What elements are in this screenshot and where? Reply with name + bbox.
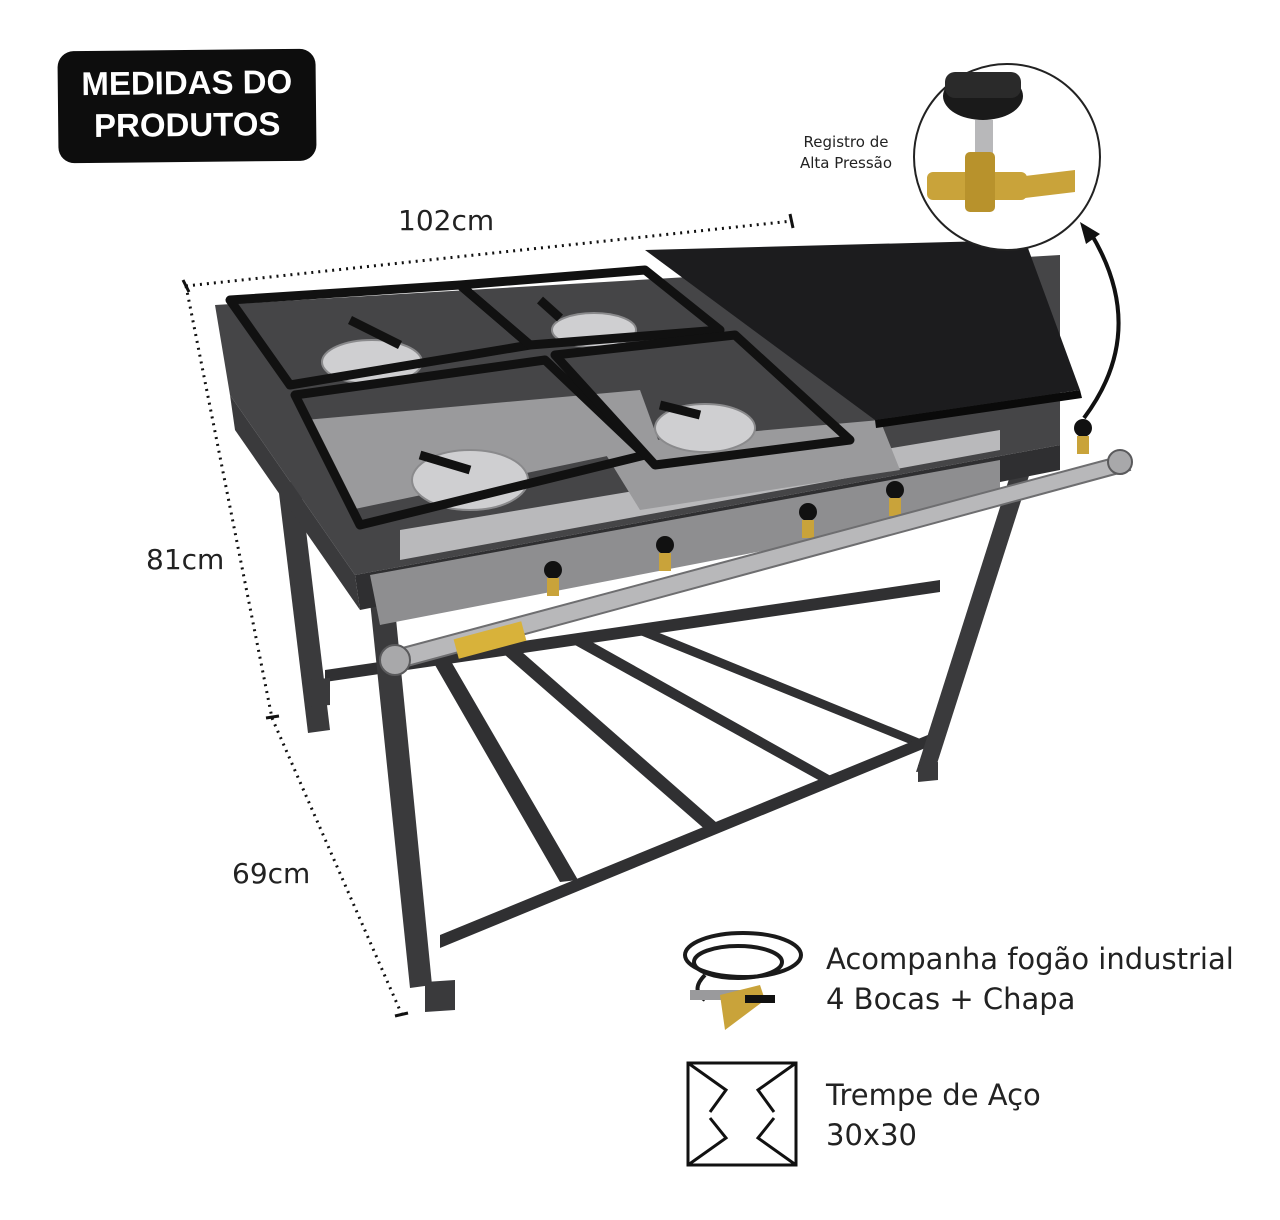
width-dimension-label: 102cm	[398, 204, 495, 237]
knobs	[544, 419, 1092, 596]
accessory-line-2: 4 Bocas + Chapa	[826, 982, 1076, 1016]
legs	[278, 457, 1035, 1012]
curved-arrow-icon	[1082, 230, 1121, 420]
valve-label-line-1: Registro de	[803, 133, 889, 151]
accessory-line-1: Acompanha fogão industrial	[826, 942, 1234, 976]
valve-label: Registro de Alta Pressão	[790, 132, 902, 174]
gas-hose-icon	[683, 931, 803, 1002]
grates	[225, 265, 855, 530]
hose-fittings	[690, 985, 775, 1030]
valve-label-line-2: Alta Pressão	[799, 154, 893, 172]
arrow-head	[1080, 222, 1100, 244]
lower-shelf	[325, 580, 940, 948]
accessory-info: Acompanha fogão industrial 4 Bocas + Cha…	[826, 939, 1234, 1019]
trempe-grate-icon	[686, 1061, 798, 1167]
height-dimension-label: 81cm	[146, 543, 225, 576]
lower-height-dimension-label: 69cm	[232, 857, 311, 890]
gas-pipe	[379, 449, 1133, 676]
trempe-line-1: Trempe de Aço	[826, 1078, 1041, 1112]
griddle-plate	[645, 240, 1082, 428]
pressure-valve-image	[913, 63, 1101, 251]
trempe-info: Trempe de Aço 30x30	[826, 1075, 1041, 1155]
dimension-lines	[184, 219, 793, 1016]
trempe-line-2: 30x30	[826, 1118, 917, 1152]
